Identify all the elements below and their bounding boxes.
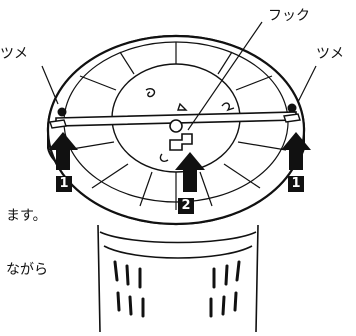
cover-ribs xyxy=(65,42,287,210)
up-arrow-icon-left xyxy=(48,132,78,170)
tab-right-marker xyxy=(283,65,317,123)
tab-right-label: ツメ xyxy=(316,46,344,62)
step-badge-left: 1 xyxy=(56,176,72,192)
side-text-2: ながら xyxy=(6,262,48,278)
inner-markings xyxy=(145,87,235,163)
hook-leader-line xyxy=(187,21,263,131)
tab-left-label: ツメ xyxy=(0,46,28,62)
filter-cylinder xyxy=(97,224,259,333)
side-text-1: ます。 xyxy=(6,208,47,224)
up-arrow-icon-center xyxy=(175,152,205,192)
hook-icon xyxy=(169,119,193,151)
tab-left-marker xyxy=(41,65,67,129)
hook-label: フック xyxy=(268,8,310,24)
step-badge-right: 1 xyxy=(288,176,304,192)
up-arrow-icon-right xyxy=(281,132,311,170)
cylinder-slots xyxy=(113,260,241,318)
step-badge-center: 2 xyxy=(178,198,194,214)
